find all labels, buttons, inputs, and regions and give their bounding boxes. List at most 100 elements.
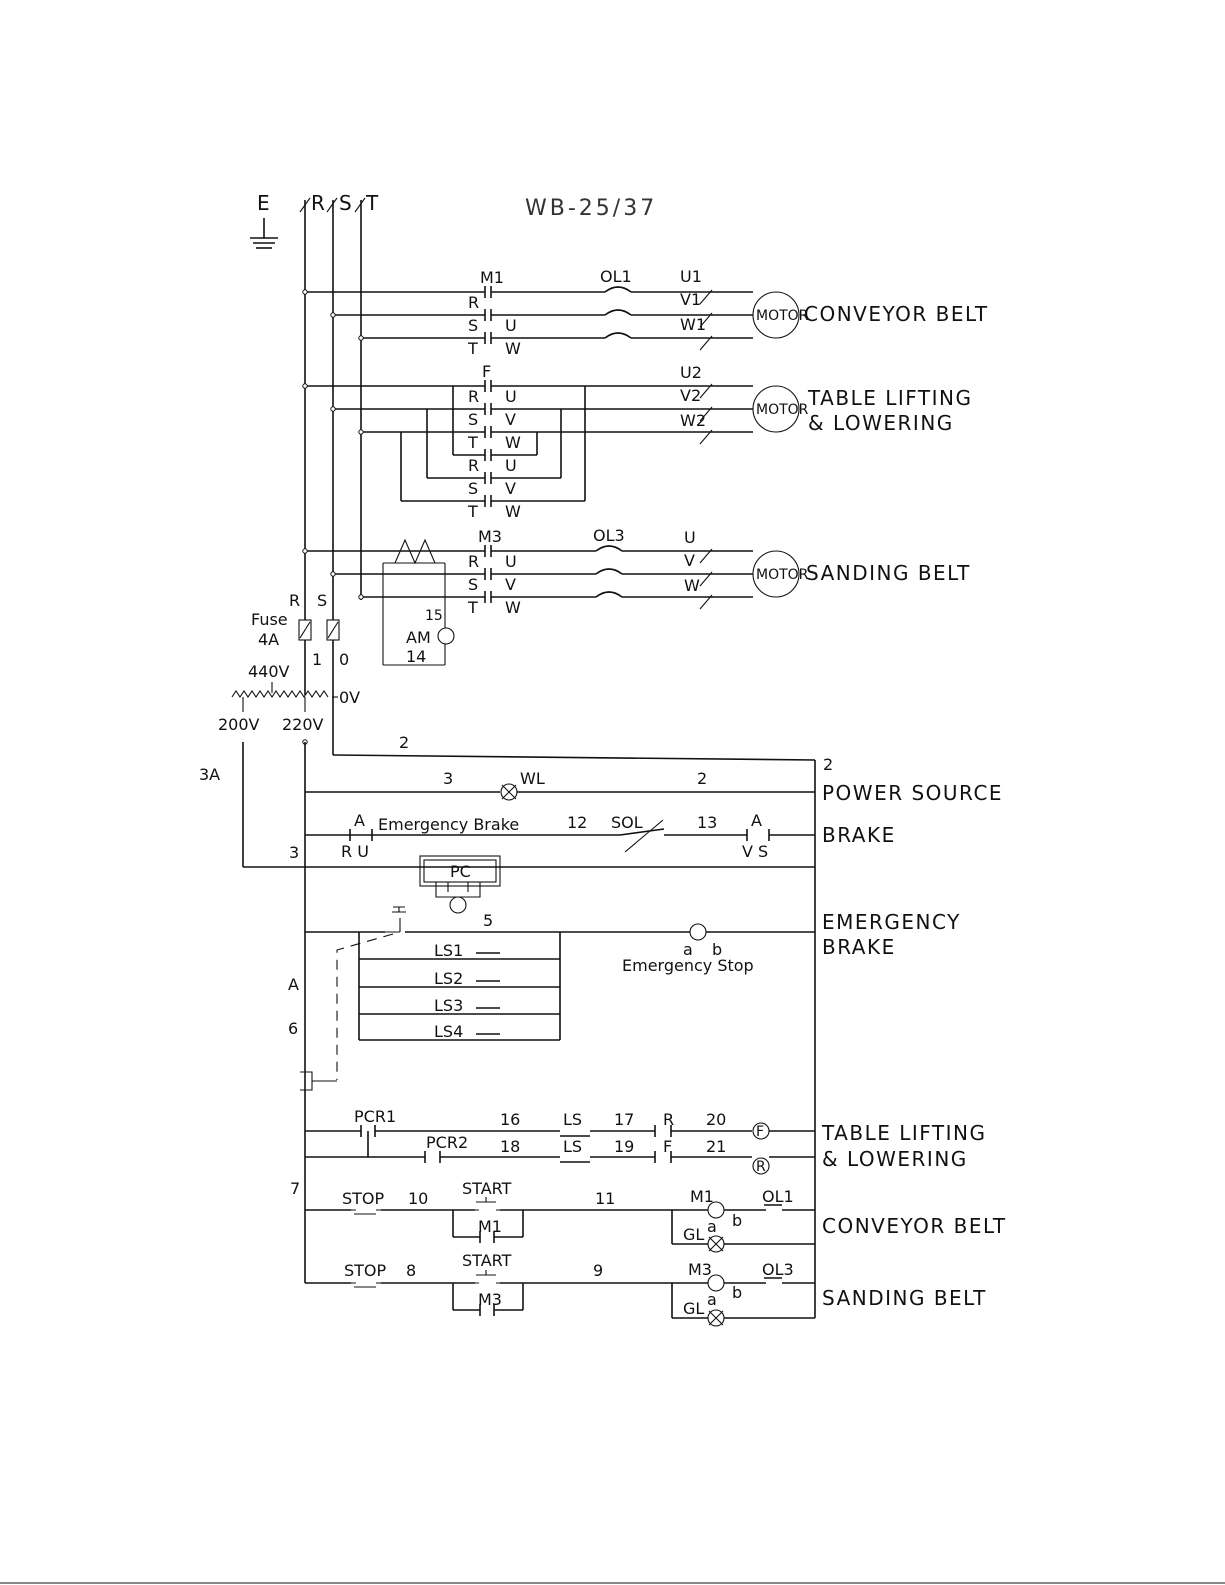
- emergency-coil-a: a: [683, 940, 693, 959]
- conveyor-start-button-icon[interactable]: [475, 1197, 500, 1211]
- conveyor-stop-button-icon[interactable]: [351, 1209, 381, 1215]
- brake-vs: V S: [742, 842, 768, 861]
- table-terminal-v2: V2: [680, 386, 701, 405]
- emergency-brake-name-2: BRAKE: [822, 935, 896, 959]
- wire-11: 11: [595, 1189, 615, 1208]
- fuse-s-label: S: [317, 591, 327, 610]
- contact-w-3: W: [505, 502, 521, 521]
- supply-s-label: S: [339, 191, 353, 215]
- emergency-stop-label: Emergency Stop: [622, 956, 754, 975]
- sanding-motor-label: MOTOR: [756, 567, 809, 583]
- wire-9: 9: [593, 1261, 603, 1280]
- sanding-coil-b: b: [732, 1283, 742, 1302]
- contact-t-2: T: [467, 433, 478, 452]
- conveyor-gl-lamp-icon: [707, 1235, 725, 1253]
- wire-2-right: 2: [823, 755, 833, 774]
- limit-switch-2: LS2: [434, 969, 463, 988]
- sanding-motor-icon: MOTOR: [752, 550, 809, 598]
- supply-r-label: R: [311, 191, 326, 215]
- brake-wire-13: 13: [697, 813, 717, 832]
- contact-s-4: S: [468, 575, 478, 594]
- table-r-contact: R: [663, 1110, 674, 1129]
- sanding-gl-lamp-icon: [707, 1309, 725, 1327]
- limit-switch-3: LS3: [434, 996, 463, 1015]
- sanding-rung-name: SANDING BELT: [822, 1286, 987, 1310]
- conveyor-start-label: START: [462, 1179, 512, 1198]
- coil-r-label: R: [756, 1159, 766, 1175]
- stop-pushbutton-icon[interactable]: [300, 1071, 337, 1091]
- tap-220v: 220V: [282, 715, 324, 734]
- wire-7: 7: [290, 1179, 300, 1198]
- brake-name: BRAKE: [822, 823, 896, 847]
- contact-u-4: U: [505, 552, 517, 571]
- conveyor-terminal-v1: V1: [680, 290, 701, 309]
- contact-u-2: U: [505, 387, 517, 406]
- conveyor-motor-label: MOTOR: [756, 308, 809, 324]
- conveyor-motor-icon: MOTOR: [752, 291, 809, 339]
- emergency-stop-button-icon[interactable]: [385, 906, 406, 933]
- fuse-r-label: R: [289, 591, 300, 610]
- conveyor-contactor-label: M1: [480, 268, 504, 287]
- warning-lamp-label: WL: [520, 769, 545, 788]
- sanding-start-label: START: [462, 1251, 512, 1270]
- control-transformer: R S Fuse 4A 1 0 440V 0V 200V 220V: [218, 591, 360, 755]
- emergency-coil-b: b: [712, 940, 722, 959]
- table-motor-name-1: TABLE LIFTING: [807, 386, 972, 410]
- wire-19: 19: [614, 1137, 634, 1156]
- table-terminal-w2: W2: [680, 411, 706, 430]
- control-ladder: 2 2 3A 3 3 WL 2 POWER SOURCE A Emergency: [199, 733, 1007, 1327]
- sanding-terminal-w: W: [684, 576, 700, 595]
- emergency-wire-6: 6: [288, 1019, 298, 1038]
- contact-t-4: T: [467, 598, 478, 617]
- emergency-a-label: A: [288, 975, 299, 994]
- sanding-stop-button-icon[interactable]: [351, 1282, 381, 1288]
- warning-lamp-icon: [500, 783, 518, 801]
- table-ls-a: LS: [563, 1110, 582, 1129]
- tap-0v: 0V: [339, 688, 360, 707]
- contact-t-1: T: [467, 339, 478, 358]
- sanding-gl-label: GL: [683, 1299, 704, 1318]
- contact-w-1: W: [505, 339, 521, 358]
- sanding-coil-a: a: [707, 1290, 717, 1309]
- contact-t-3: T: [467, 502, 478, 521]
- brake-ru: R U: [341, 842, 369, 861]
- power-contactor-icon: [419, 855, 501, 914]
- conveyor-coil-b: b: [732, 1211, 742, 1230]
- wire-3-rung: 3: [443, 769, 453, 788]
- sanding-start-button-icon[interactable]: [475, 1270, 500, 1284]
- diagram-title: WB-25/37: [525, 196, 657, 221]
- wire-17: 17: [614, 1110, 634, 1129]
- limit-switch-4: LS4: [434, 1022, 463, 1041]
- sanding-terminal-u: U: [684, 528, 696, 547]
- conveyor-rung-name: CONVEYOR BELT: [822, 1214, 1007, 1238]
- contact-s-2: S: [468, 410, 478, 429]
- contact-u-1: U: [505, 316, 517, 335]
- wire-3-left: 3: [289, 843, 299, 862]
- limit-switch-1: LS1: [434, 941, 463, 960]
- conveyor-motor-name: CONVEYOR BELT: [804, 302, 989, 326]
- table-terminal-u2: U2: [680, 363, 702, 382]
- pcr1-label: PCR1: [354, 1107, 396, 1126]
- sanding-contactor-label: M3: [478, 527, 502, 546]
- contact-u-3: U: [505, 456, 517, 475]
- table-ls-b: LS: [563, 1137, 582, 1156]
- contact-v-3: V: [505, 479, 516, 498]
- contact-r-3: R: [468, 456, 479, 475]
- wire-8: 8: [406, 1261, 416, 1280]
- ammeter-label: AM: [406, 628, 431, 647]
- table-f-contact: F: [663, 1137, 672, 1156]
- table-motor-name-2: & LOWERING: [808, 411, 954, 435]
- wire-18: 18: [500, 1137, 520, 1156]
- ammeter-icon: [437, 627, 455, 645]
- conveyor-ol-label: OL1: [762, 1187, 794, 1206]
- pcr2-label: PCR2: [426, 1133, 468, 1152]
- contact-w-4: W: [505, 598, 521, 617]
- wire-1-label: 1: [312, 650, 322, 669]
- mechanical-link-dashed: [336, 933, 394, 1080]
- wire-10: 10: [408, 1189, 428, 1208]
- brake-a1: A: [354, 811, 365, 830]
- contact-w-2: W: [505, 433, 521, 452]
- sanding-ol-label: OL3: [762, 1260, 794, 1279]
- brake-sol: SOL: [611, 813, 643, 832]
- wire-0-label: 0: [339, 650, 349, 669]
